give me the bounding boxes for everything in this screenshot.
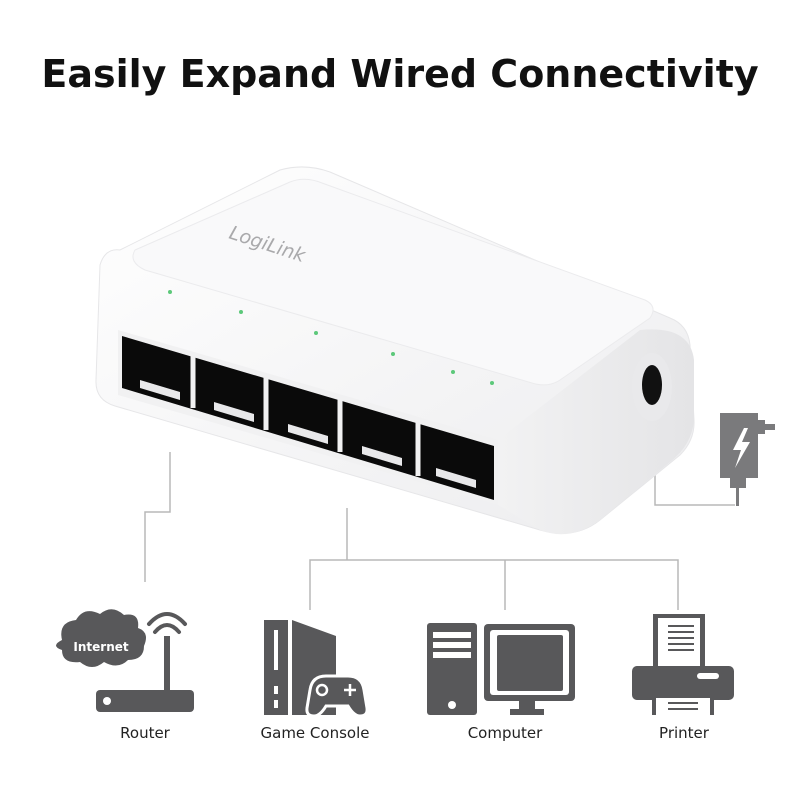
connector-lines: [144, 452, 735, 610]
computer-icon: [427, 623, 575, 715]
device-label-printer: Printer: [659, 724, 709, 742]
device-label-computer: Computer: [467, 724, 543, 742]
game-console-icon: [264, 620, 369, 718]
svg-text:Internet: Internet: [73, 640, 128, 654]
headline: Easily Expand Wired Connectivity: [41, 52, 759, 96]
power-adapter-icon: [720, 413, 775, 506]
printer-icon: [632, 614, 734, 715]
device-label-game-console: Game Console: [260, 724, 370, 742]
device-label-router: Router: [120, 724, 170, 742]
network-switch: [95, 166, 695, 535]
router-icon: [56, 609, 194, 712]
